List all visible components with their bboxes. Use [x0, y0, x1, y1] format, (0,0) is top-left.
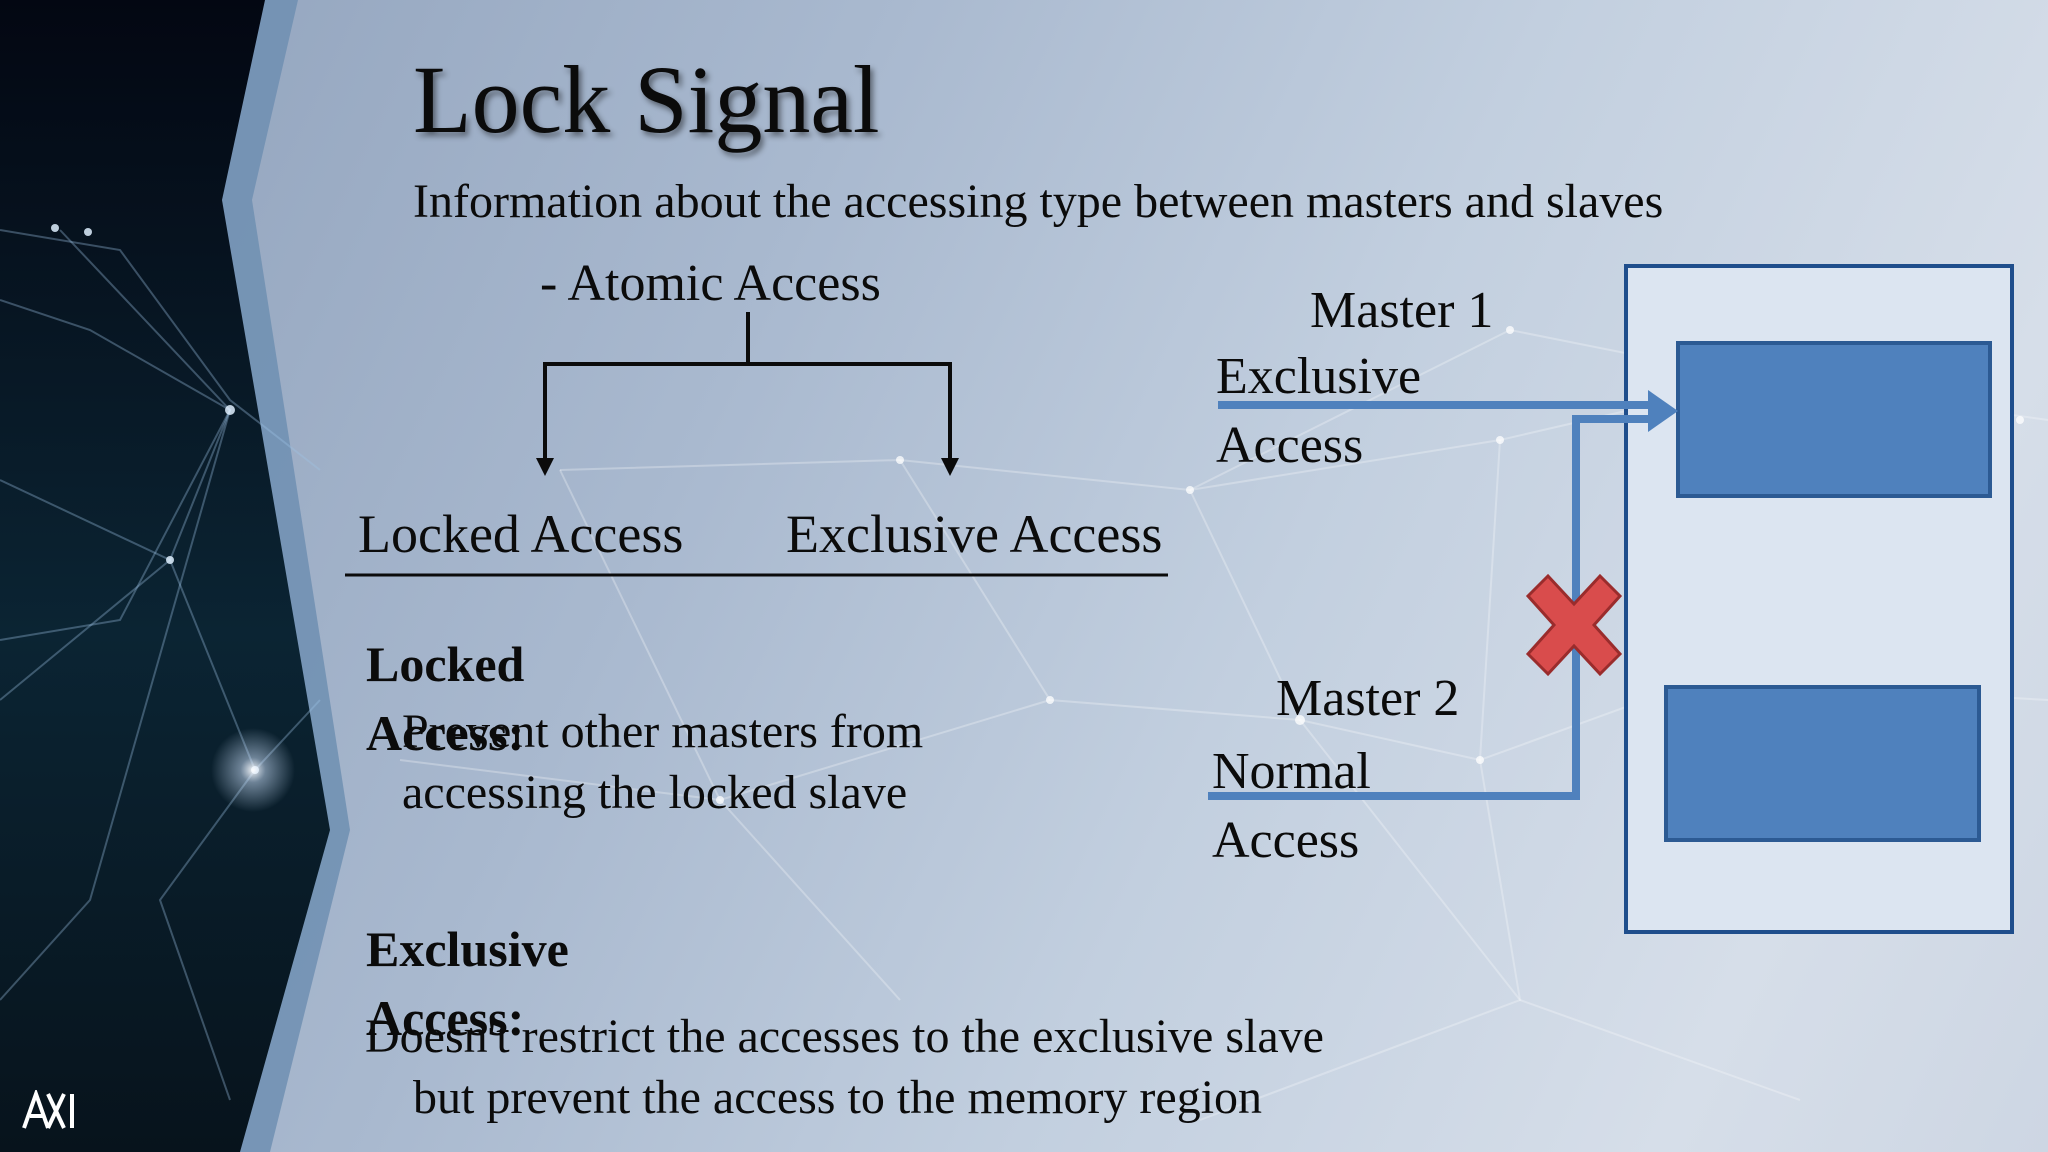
tree-right-label: Exclusive Access: [786, 504, 1163, 564]
master2-label: Master 2: [1276, 670, 1460, 727]
ax-logo: [22, 1090, 74, 1129]
locked-access-heading: Locked Access:: [366, 636, 525, 761]
slave-block-1: [1676, 341, 1992, 498]
red-x-icon: [1525, 573, 1623, 677]
tree-left-label: Locked Access: [358, 504, 684, 564]
master2-access-type: Normal Access: [1212, 743, 1371, 870]
tree-root-label: - Atomic Access: [540, 255, 881, 312]
arrow-down-icon: [941, 458, 959, 476]
slave-block-2: [1664, 685, 1981, 842]
exclusive-access-heading: Exclusive Access:: [366, 921, 569, 1046]
slide-subtitle: Information about the accessing type bet…: [413, 175, 1664, 228]
locked-access-description: Prevent other masters from accessing the…: [402, 705, 924, 820]
slide-title: Lock Signal: [413, 46, 880, 153]
arrow-down-icon: [536, 458, 554, 476]
master1-label: Master 1: [1310, 282, 1494, 339]
arrow-right-icon: [1648, 390, 1678, 432]
exclusive-access-description: Doesn't restrict the accesses to the exc…: [365, 1010, 1324, 1125]
master1-access-type: Exclusive Access: [1216, 348, 1422, 475]
tree-connector: [543, 312, 952, 460]
